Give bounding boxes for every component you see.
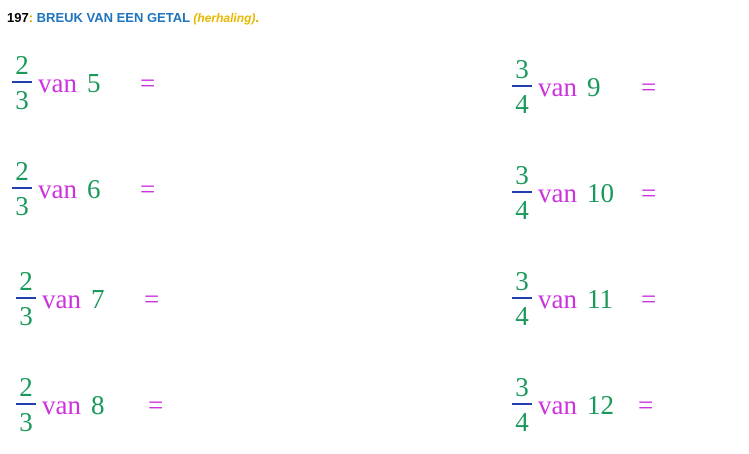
whole-number: 6 bbox=[86, 173, 101, 204]
equals-sign: = bbox=[148, 389, 164, 420]
fraction-bar bbox=[12, 187, 32, 189]
fraction: 2 3 bbox=[12, 158, 32, 220]
fraction: 3 4 bbox=[512, 56, 532, 118]
fraction-bar bbox=[512, 191, 532, 193]
fraction-denominator: 3 bbox=[19, 301, 33, 331]
fraction-bar bbox=[16, 297, 36, 299]
fraction-denominator: 4 bbox=[515, 195, 529, 225]
fraction: 3 4 bbox=[512, 374, 532, 436]
fraction-numerator: 3 bbox=[515, 160, 529, 190]
van-word: van bbox=[538, 71, 577, 102]
fraction-denominator: 3 bbox=[19, 407, 33, 437]
equals-sign: = bbox=[641, 177, 657, 208]
van-word: van bbox=[42, 283, 81, 314]
equals-sign: = bbox=[140, 173, 156, 204]
van-word: van bbox=[538, 389, 577, 420]
whole-number: 5 bbox=[86, 67, 101, 98]
fraction: 2 3 bbox=[16, 374, 36, 436]
whole-number: 12 bbox=[586, 389, 614, 420]
fraction-numerator: 2 bbox=[19, 266, 33, 296]
worksheet-header: 197: BREUK VAN EEN GETAL (herhaling). bbox=[7, 10, 259, 25]
fraction-numerator: 2 bbox=[15, 50, 29, 80]
van-word: van bbox=[42, 389, 81, 420]
whole-number: 8 bbox=[90, 389, 105, 420]
whole-number: 11 bbox=[586, 283, 613, 314]
worksheet-subtitle: (herhaling) bbox=[193, 11, 256, 25]
exercise-number: 197 bbox=[7, 10, 29, 25]
fraction-numerator: 2 bbox=[19, 372, 33, 402]
worksheet-title: BREUK VAN EEN GETAL bbox=[36, 10, 190, 25]
fraction-denominator: 4 bbox=[515, 89, 529, 119]
whole-number: 10 bbox=[586, 177, 614, 208]
exercise-item: 3 4 van 10 = bbox=[512, 162, 656, 224]
exercise-item: 2 3 van 5 = bbox=[12, 52, 155, 114]
equals-sign: = bbox=[144, 283, 160, 314]
exercise-item: 2 3 van 8 = bbox=[16, 374, 163, 436]
header-colon: : bbox=[28, 10, 34, 25]
fraction-numerator: 3 bbox=[515, 372, 529, 402]
fraction-denominator: 4 bbox=[515, 407, 529, 437]
exercise-item: 2 3 van 7 = bbox=[16, 268, 159, 330]
fraction-bar bbox=[512, 85, 532, 87]
fraction-numerator: 2 bbox=[15, 156, 29, 186]
equals-sign: = bbox=[638, 389, 654, 420]
fraction: 2 3 bbox=[16, 268, 36, 330]
equals-sign: = bbox=[641, 71, 657, 102]
fraction-denominator: 4 bbox=[515, 301, 529, 331]
whole-number: 7 bbox=[90, 283, 105, 314]
exercise-item: 2 3 van 6 = bbox=[12, 158, 155, 220]
fraction-bar bbox=[512, 297, 532, 299]
fraction-bar bbox=[512, 403, 532, 405]
fraction-bar bbox=[12, 81, 32, 83]
fraction-denominator: 3 bbox=[15, 85, 29, 115]
van-word: van bbox=[38, 173, 77, 204]
fraction-denominator: 3 bbox=[15, 191, 29, 221]
van-word: van bbox=[38, 67, 77, 98]
fraction-numerator: 3 bbox=[515, 266, 529, 296]
fraction: 2 3 bbox=[12, 52, 32, 114]
exercise-item: 3 4 van 12 = bbox=[512, 374, 653, 436]
fraction: 3 4 bbox=[512, 162, 532, 224]
exercise-item: 3 4 van 9 = bbox=[512, 56, 656, 118]
van-word: van bbox=[538, 283, 577, 314]
whole-number: 9 bbox=[586, 71, 601, 102]
header-period: . bbox=[255, 10, 260, 25]
equals-sign: = bbox=[140, 67, 156, 98]
equals-sign: = bbox=[641, 283, 657, 314]
fraction-bar bbox=[16, 403, 36, 405]
van-word: van bbox=[538, 177, 577, 208]
fraction: 3 4 bbox=[512, 268, 532, 330]
exercise-item: 3 4 van 11 = bbox=[512, 268, 656, 330]
fraction-numerator: 3 bbox=[515, 54, 529, 84]
